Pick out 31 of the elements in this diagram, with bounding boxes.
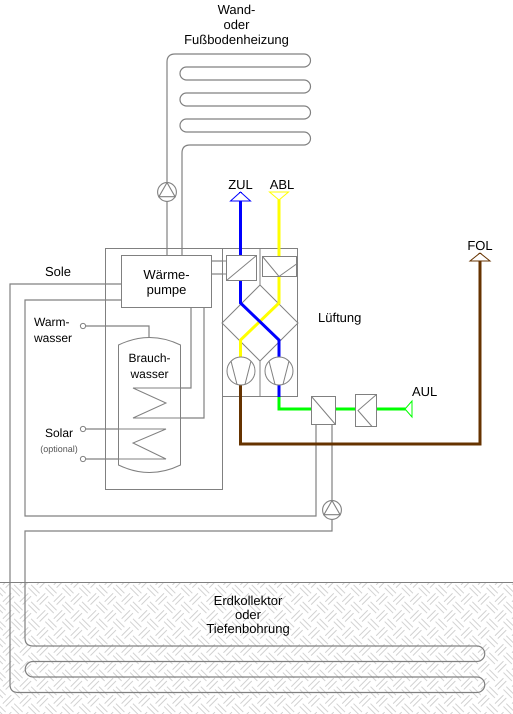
air-terminal-label: FOL [467, 238, 493, 253]
pipe-line [9, 283, 121, 638]
pipe-line [80, 456, 118, 462]
heat-pump-unit: Wärme- pumpe [121, 255, 212, 308]
air-duct-arrow [239, 252, 490, 446]
pipe-line [181, 308, 192, 389]
connection-label: Solar [44, 426, 73, 441]
pipe-line [166, 155, 168, 255]
unit-caption: Lüftung [318, 310, 362, 325]
pipe-line [80, 426, 118, 432]
air-terminal-label: ZUL [228, 177, 253, 192]
air-duct-terminal [269, 192, 289, 248]
air-duct-line [336, 408, 355, 410]
air-duct-line [278, 397, 311, 410]
tank-label: Brauch- wasser [128, 350, 171, 382]
air-terminal-label: ABL [270, 177, 294, 192]
pipe-line [80, 322, 150, 337]
pipe-line [181, 308, 205, 419]
heating-label: Wand- oder Fußbodenheizung [184, 2, 289, 47]
pipe-label: Sole [45, 264, 72, 279]
air-terminal-label: AUL [412, 384, 438, 399]
pipe-line [181, 155, 183, 255]
pipe-line [212, 260, 222, 262]
pipe-line [212, 273, 222, 275]
pipe-line [24, 299, 317, 517]
air-duct-terminal [377, 400, 412, 418]
collector-caption: Erdkollektor oder Tiefenbohrung [206, 594, 290, 636]
note-text: (optional) [40, 444, 78, 455]
connection-label: Warm- wasser [34, 314, 72, 346]
pipe-line [24, 425, 333, 638]
air-duct-arrow [230, 192, 251, 248]
